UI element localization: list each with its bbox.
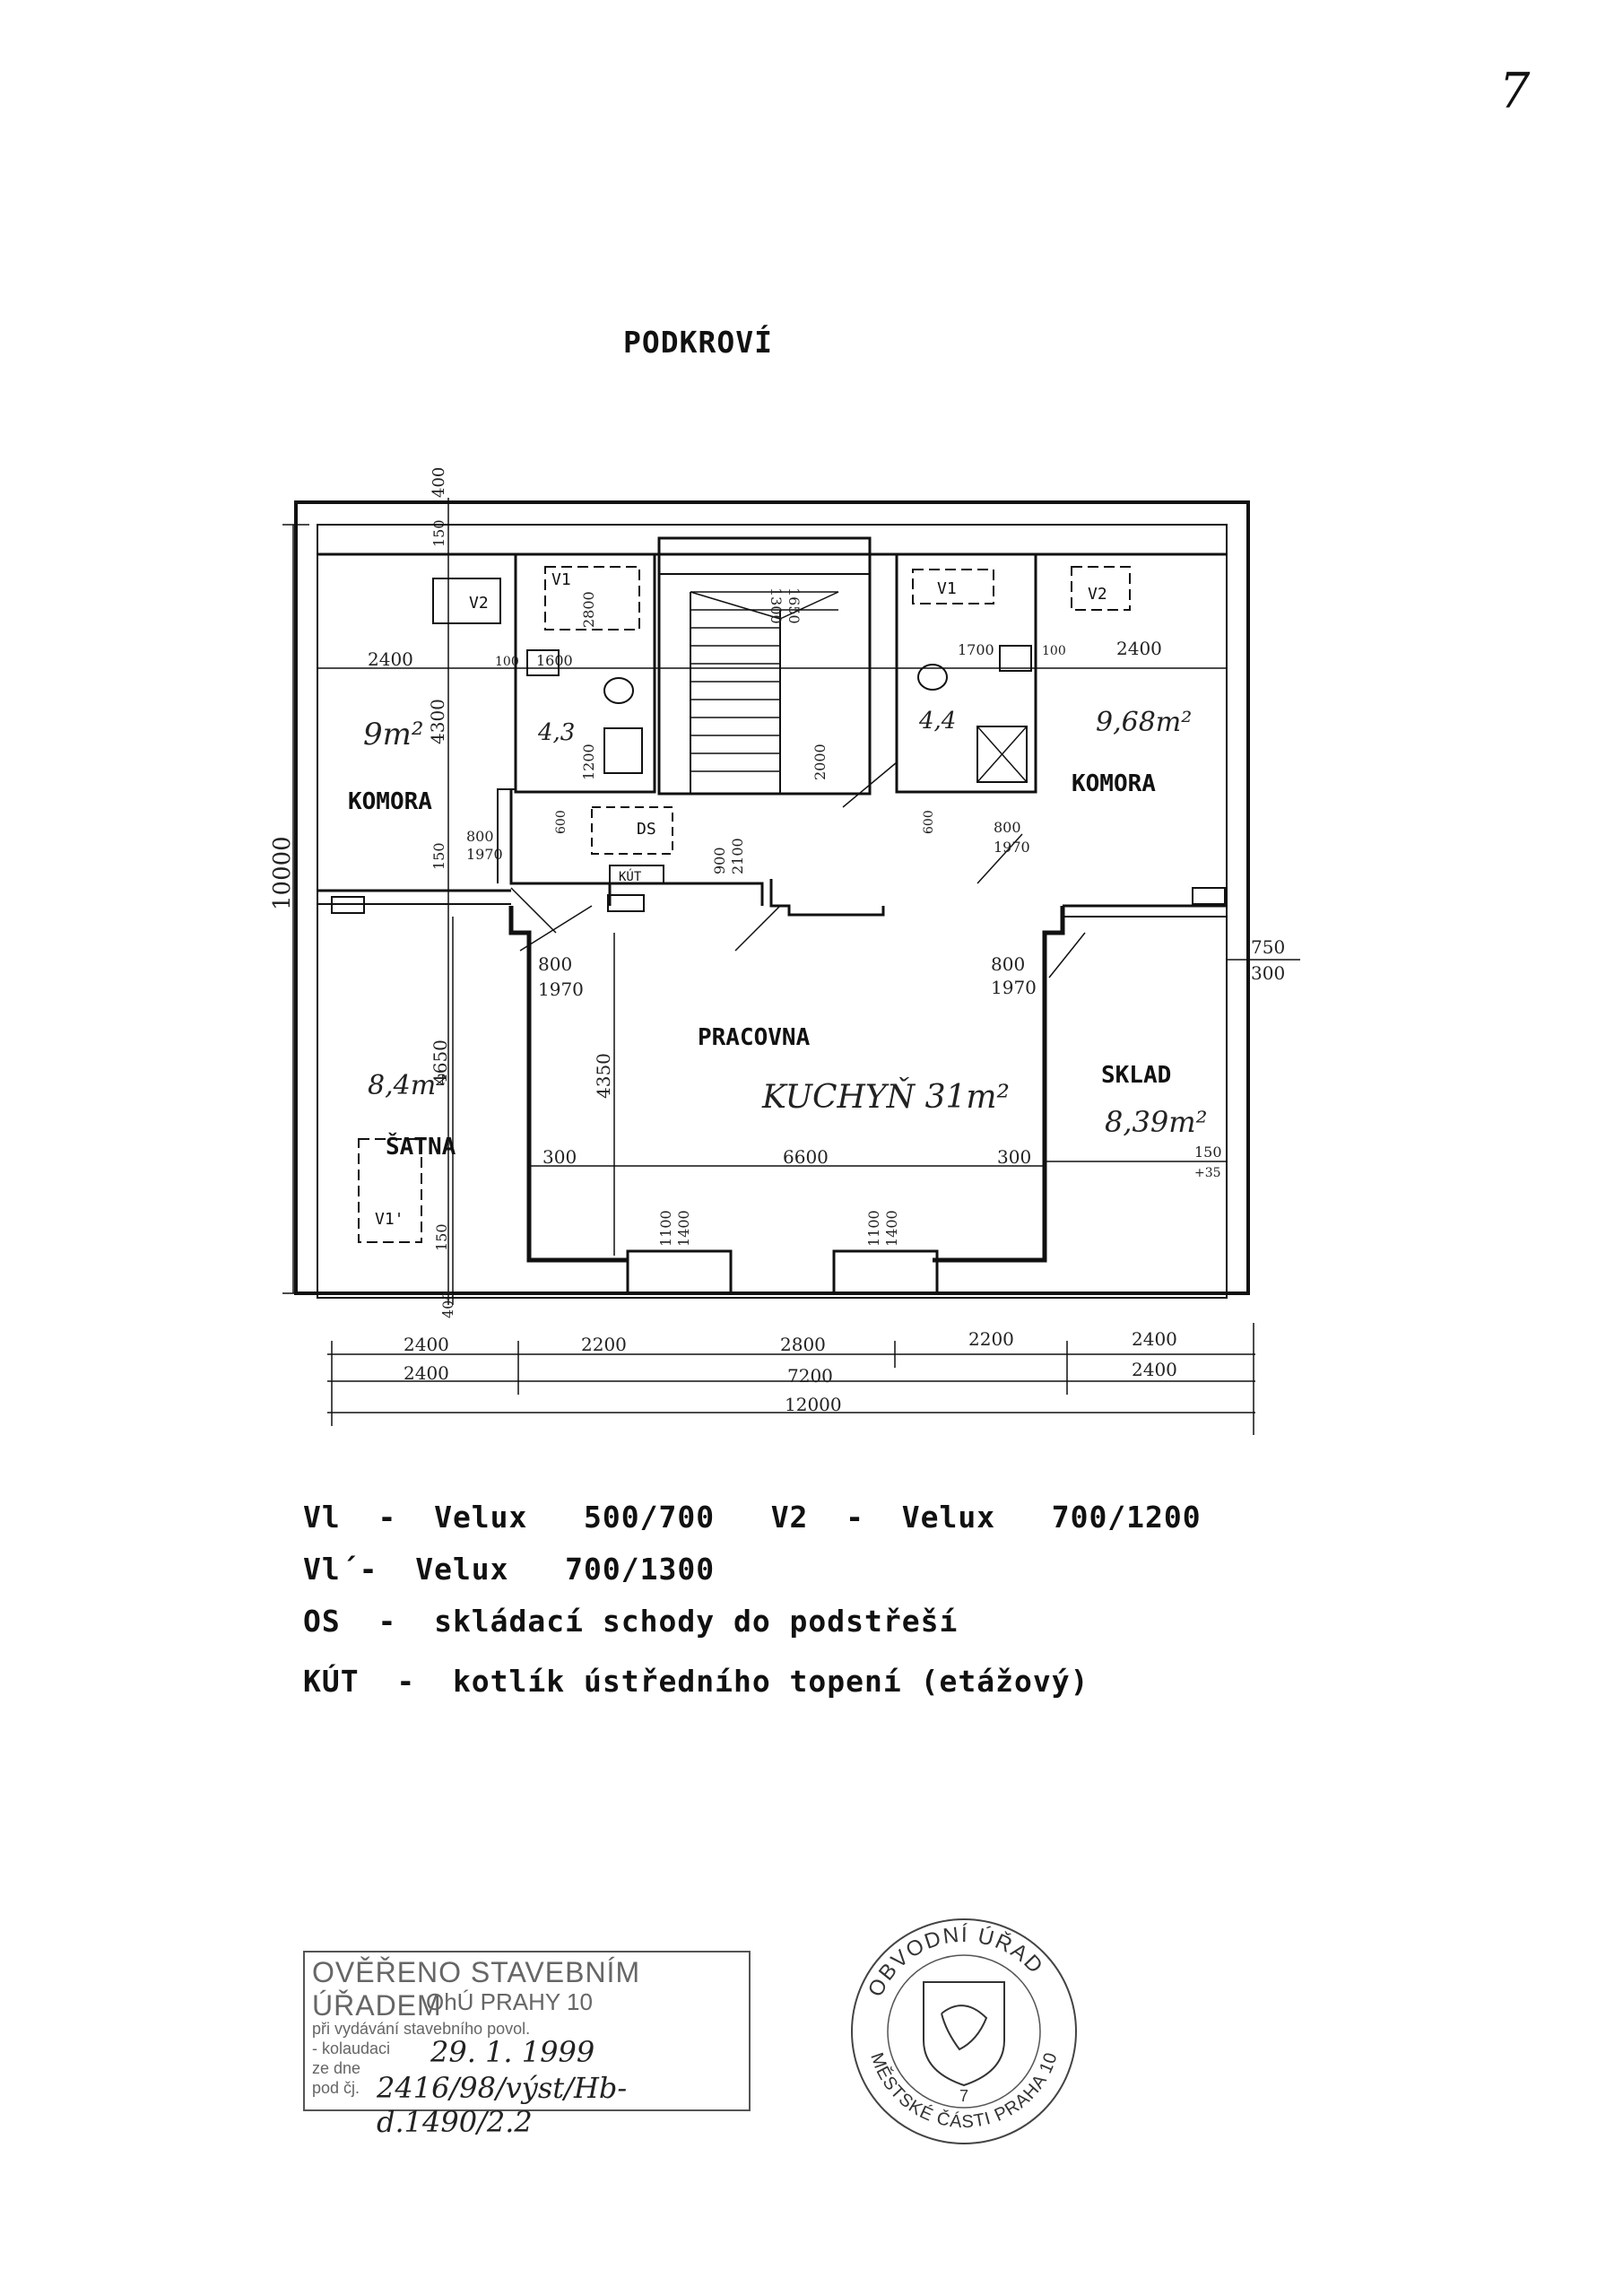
dim-2400-left: 2400: [368, 648, 413, 670]
dim-800-left: 800: [538, 953, 572, 975]
area-sklad: 8,39m²: [1105, 1105, 1207, 1139]
area-satna: 8,4m²: [368, 1070, 447, 1101]
velux-v1-right: V1: [937, 579, 957, 598]
dim-150-mid: 150: [430, 842, 447, 870]
dim-100-left: 100: [495, 655, 519, 669]
area-komora-right: 9,68m²: [1096, 707, 1192, 738]
stamp-reference: 2416/98/výst/Hb-d.1490/2.2: [377, 2071, 628, 2139]
dim-800-right: 800: [991, 953, 1025, 975]
legend-line-2: Vl´- Velux 700/1300: [303, 1552, 716, 1587]
room-label-sklad: SKLAD: [1101, 1062, 1171, 1089]
dim-150-top: 150: [430, 519, 447, 547]
room-label-satna: ŠATNA: [386, 1132, 456, 1161]
dim-2100: 2100: [729, 838, 746, 874]
dim-6600: 6600: [783, 1146, 829, 1168]
dim-150-right: 150: [1194, 1144, 1222, 1161]
dim-1100-left: 1100: [657, 1210, 674, 1247]
dim-800-komora-r: 800: [994, 819, 1021, 836]
dim-900: 900: [711, 847, 728, 874]
kut-symbol: KÚT: [619, 868, 642, 884]
dim-300-right: 300: [997, 1146, 1031, 1168]
area-bath-right: 4,4: [918, 708, 956, 735]
dim-100-right: 100: [1042, 644, 1066, 658]
dimension-labels: 2400 100 1600 1700 100 2400 800 1970 800…: [269, 467, 1285, 1415]
plan-labels: KOMORA KOMORA PRACOVNA ŠATNA SKLAD: [348, 770, 1171, 1161]
dim-1100-right: 1100: [865, 1210, 882, 1247]
area-bath-left: 4,3: [537, 719, 575, 746]
stamp-date: 29. 1. 1999: [430, 2035, 595, 2069]
dim-600-right: 600: [922, 810, 936, 834]
dim-400-top: 400: [430, 467, 448, 498]
verification-stamp: OVĚŘENO STAVEBNÍM ÚŘADEM OhÚ PRAHY 10 př…: [303, 1951, 751, 2139]
dim-b2-2400: 2400: [404, 1362, 449, 1384]
round-stamp-center: 7: [959, 2087, 968, 2105]
dim-b3-12000: 12000: [785, 1394, 842, 1415]
dim-b2-7200: 7200: [787, 1365, 833, 1387]
dim-b1-2400b: 2400: [1132, 1328, 1177, 1350]
velux-v2-left: V2: [469, 594, 489, 613]
dim-400-bottom: 400: [439, 1291, 456, 1318]
plan-symbols: V2 V1 V1 V2 V1' DS KÚT: [375, 570, 1107, 1229]
velux-v1p: V1': [375, 1210, 404, 1229]
velux-v2-right: V2: [1088, 585, 1107, 604]
dim-b2-2400b: 2400: [1132, 1359, 1177, 1380]
dim-1300: 1300: [768, 587, 785, 624]
room-label-komora-left: KOMORA: [348, 788, 432, 815]
stamp-line-3: při vydávání stavebního povol.: [312, 2020, 531, 2038]
stamp-line-4: - kolaudaci: [312, 2039, 391, 2057]
page-number: 7: [1499, 63, 1531, 119]
dim-1970-right: 1970: [991, 977, 1037, 998]
ds-symbol: DS: [637, 820, 656, 839]
dim-600-left: 600: [554, 810, 568, 834]
legend-line-4: KÚT - kotlík ústředního topení (etážový): [303, 1664, 1089, 1699]
stamp-line-6: pod čj.: [312, 2079, 360, 2097]
dim-1970-left: 1970: [538, 978, 584, 1000]
dim-2400-right: 2400: [1116, 638, 1162, 659]
dim-1600: 1600: [536, 652, 573, 669]
dim-b1-2200: 2200: [581, 1334, 627, 1355]
dim-1700: 1700: [958, 641, 994, 658]
dim-4300: 4300: [427, 699, 448, 744]
dim-2800: 2800: [580, 591, 597, 628]
dim-1650: 1650: [785, 587, 803, 624]
office-round-stamp: OBVODNÍ ÚŘAD MĚSTSKÉ ČÁSTI PRAHA 10 7: [851, 1918, 1077, 2144]
stamp-line-5: ze dne: [312, 2059, 361, 2077]
coat-of-arms-icon: [923, 1981, 1005, 2087]
dim-10000: 10000: [269, 836, 296, 910]
handwritten-notes: 9m² 9,68m² KUCHYŇ 31m² 8,4m² 8,39m² 4,3 …: [363, 707, 1207, 1139]
legend-line-1: Vl - Velux 500/700 V2 - Velux 700/1200: [303, 1500, 1202, 1535]
dim-300-ext: 300: [1251, 962, 1285, 984]
dim-1970-komora-r: 1970: [994, 839, 1030, 856]
note-kuchyn: KUCHYŇ 31m²: [761, 1078, 1010, 1116]
room-label-pracovna: PRACOVNA: [698, 1024, 811, 1051]
room-label-komora-right: KOMORA: [1072, 770, 1156, 797]
dim-750: 750: [1251, 936, 1285, 958]
page-title: PODKROVÍ: [623, 325, 773, 360]
dim-1970-komora: 1970: [466, 846, 503, 863]
stamp-line-2: OhÚ PRAHY 10: [426, 1988, 593, 2015]
velux-v1-left: V1: [551, 570, 571, 589]
dim-1400-right: 1400: [883, 1210, 900, 1247]
dim-35: +35: [1194, 1166, 1221, 1180]
area-komora-left: 9m²: [363, 717, 424, 752]
plan-walls: [282, 498, 1300, 1435]
dim-2000: 2000: [812, 744, 829, 780]
dim-1400-left: 1400: [675, 1210, 692, 1247]
dim-4350: 4350: [593, 1053, 614, 1099]
dim-300-left: 300: [542, 1146, 577, 1168]
dim-150-bottom: 150: [433, 1223, 450, 1251]
dim-b1-2800: 2800: [780, 1334, 826, 1355]
dim-b1-2400: 2400: [404, 1334, 449, 1355]
dim-800-komora: 800: [466, 828, 494, 845]
legend-line-3: OS - skládací schody do podstřeší: [303, 1604, 959, 1639]
dim-4650: 4650: [430, 1039, 451, 1085]
dim-b1-2200b: 2200: [968, 1328, 1014, 1350]
dim-1200: 1200: [580, 744, 597, 780]
stamp-line-1: OVĚŘENO STAVEBNÍM ÚŘADEM: [312, 1956, 641, 2022]
